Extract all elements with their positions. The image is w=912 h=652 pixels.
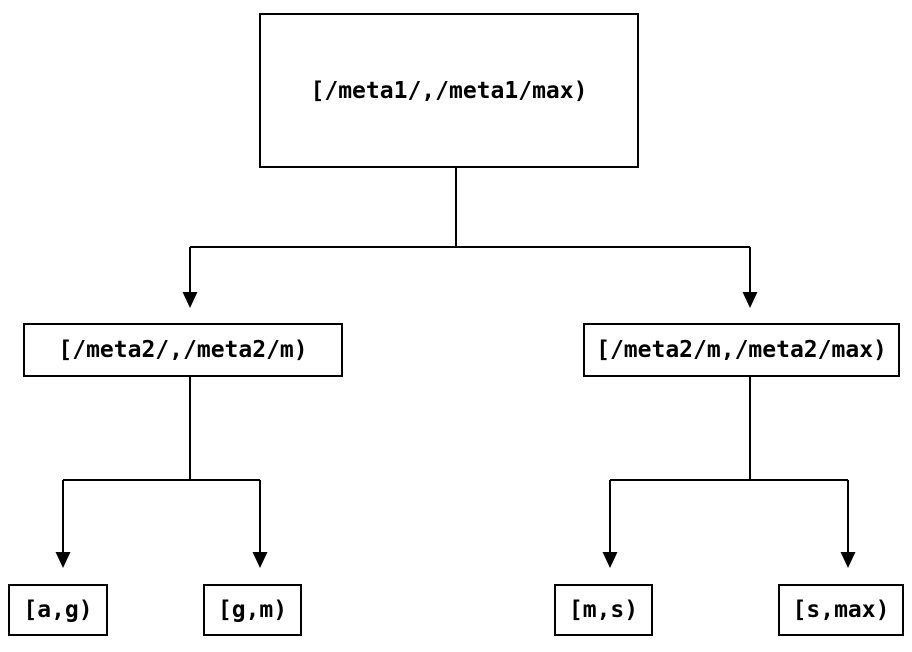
tree-edges (62, 168, 849, 553)
arrowhead-down-icon (182, 292, 198, 308)
node-left-subrange: [/meta2/,/meta2/m) (23, 323, 343, 377)
arrowhead-down-icon (840, 552, 856, 568)
node-leaf-a-g: [a,g) (8, 584, 108, 636)
node-leaf-m-s: [m,s) (554, 584, 653, 636)
arrowhead-down-icon (252, 552, 268, 568)
arrowhead-down-icon (55, 552, 71, 568)
arrowhead-down-icon (602, 552, 618, 568)
node-root-interval: [/meta1/,/meta1/max) (259, 13, 639, 168)
tree-arrowheads (55, 292, 856, 568)
node-leaf-g-m: [g,m) (203, 584, 302, 636)
node-right-subrange: [/meta2/m,/meta2/max) (583, 323, 900, 377)
node-leaf-s-max: [s,max) (778, 584, 904, 636)
arrowhead-down-icon (742, 292, 758, 308)
